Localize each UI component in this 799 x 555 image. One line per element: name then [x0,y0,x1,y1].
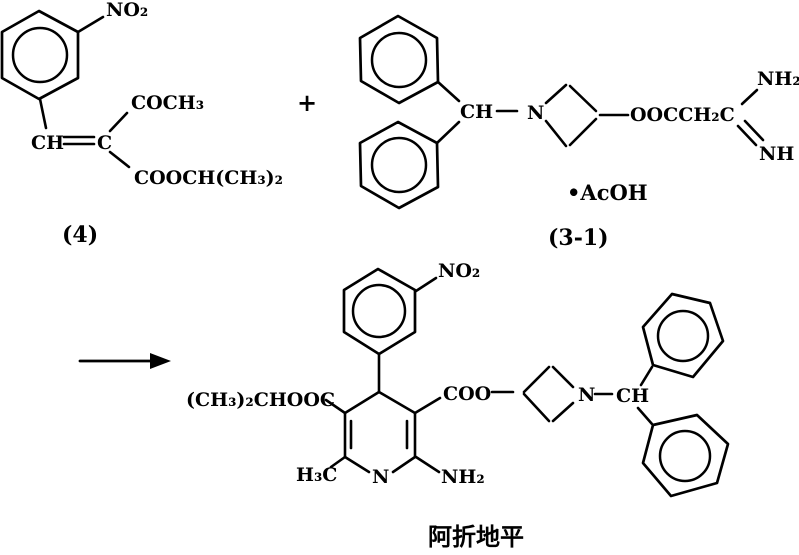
bond-methyl [329,455,347,469]
reactant-3-1: CH N OOCCH₂C NH₂ NH •AcOH (3-1) [358,14,799,251]
azetidine-bond [551,401,575,423]
ch-label: CH [460,101,493,123]
product-name: 阿折地平 [428,523,524,551]
amine-label: NH₂ [441,466,485,488]
coo-label: COO [443,383,491,405]
bond-phenyl-ch [435,120,461,145]
dhp-bond [343,390,381,415]
c-label: C [97,132,112,154]
arrow-head [150,353,171,369]
imine-label: NH [759,143,794,165]
methyl-label: H₃C [296,464,337,486]
azetidine-bond [568,84,598,113]
plus-sign: + [297,88,317,117]
reactant-4: NO₂ CH C COCH₃ COOCH(CH₃)₂ (4) [0,0,283,248]
nitro-label: NO₂ [438,260,480,282]
aromatic-circle [370,31,428,89]
ester-label: COOCH(CH₃)₂ [134,167,283,189]
bond-c-amine [740,88,759,106]
isopropyl-ester-label: (CH₃)₂CHOOC [186,389,335,411]
phenyl-ring-bottom [641,413,730,498]
bond-ch-phenyl [636,406,654,426]
pyridine-n-label: N [372,466,389,488]
azetidine-bond [522,365,551,394]
compound-4-label: (4) [62,222,98,248]
dhp-bond [377,390,417,415]
bond-phenyl-ch [436,80,461,103]
phenyl-ring-top [358,14,440,105]
aromatic-circle [351,283,407,339]
bond-coo [413,396,442,415]
aromatic-circle [658,429,712,483]
double-bond-line [743,119,765,142]
aromatic-circle [656,309,710,363]
azetidine-bond [544,119,568,148]
bond-nitro [414,276,438,293]
aromatic-circle [11,26,69,84]
bond-ring-ch [38,97,48,130]
azetidine-n-label: N [578,384,595,406]
ch-label: CH [616,385,649,407]
azetidine-bond [544,83,568,105]
bond-left-ester [324,398,347,415]
azetidine-bond [568,117,598,147]
acetate-salt-label: •AcOH [567,180,648,205]
bond-c-acetyl [108,111,129,133]
azetidine-n-label: N [527,102,544,124]
bond-ch-phenyl [639,365,654,387]
dhp-bond [343,455,371,474]
azetidine-bond [522,392,551,423]
reaction-arrow [78,353,171,369]
ch-label: CH [31,132,64,154]
nitro-label: NO₂ [106,0,148,21]
phenyl-ring-top [641,292,725,379]
bond-c-ester [108,150,131,169]
compound-3-1-label: (3-1) [548,225,609,251]
azetidine-bond [551,365,575,389]
product: NO₂ N H₃C NH₂ (CH₃)₂CHOOC COO N CH [186,260,730,551]
bond-nitro [76,15,105,34]
acetyl-label: COCH₃ [131,92,204,114]
aromatic-circle [370,136,428,194]
amine-label: NH₂ [757,68,799,90]
double-bond-line [736,124,758,147]
dhp-bond [391,455,417,474]
bond-amine [414,455,441,474]
chain-label: OOCCH₂C [630,104,735,126]
